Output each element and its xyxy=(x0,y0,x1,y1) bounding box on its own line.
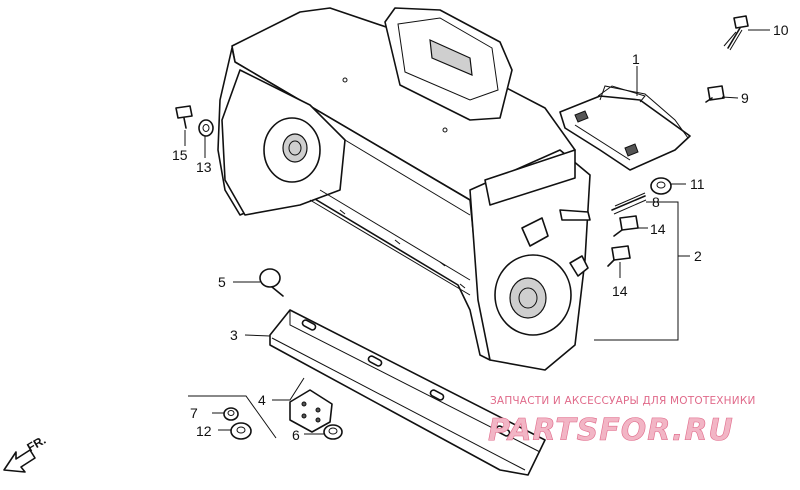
label-part-14-upper: 14 xyxy=(650,221,666,237)
scraper-bar-3 xyxy=(269,309,546,476)
label-part-9: 9 xyxy=(741,90,749,106)
callout-lines xyxy=(184,29,770,439)
bolt-14-lower xyxy=(607,245,631,267)
washer-13 xyxy=(198,119,214,137)
nut-12 xyxy=(230,422,252,440)
bolt-9 xyxy=(705,85,725,103)
label-part-6: 6 xyxy=(292,427,300,443)
label-part-2: 2 xyxy=(694,248,702,264)
watermark: ЗАПЧАСТИ И АКСЕССУАРЫ ДЛЯ МОТОТЕХНИКИ PA… xyxy=(488,395,756,448)
label-part-4: 4 xyxy=(258,392,266,408)
slide-plate-4 xyxy=(289,389,333,433)
carriage-knob-5 xyxy=(259,268,284,297)
part-number-labels: 1 10 9 11 8 14 2 14 15 13 5 3 4 7 12 6 xyxy=(172,22,789,443)
auger-housing xyxy=(217,7,591,371)
label-part-14-lower: 14 xyxy=(612,283,628,299)
label-part-5: 5 xyxy=(218,274,226,290)
label-part-1: 1 xyxy=(632,51,640,67)
front-arrow-icon xyxy=(3,449,36,473)
stud-8 xyxy=(611,192,647,215)
label-part-12: 12 xyxy=(196,423,212,439)
label-part-15: 15 xyxy=(172,147,188,163)
chute-bracket xyxy=(559,85,691,171)
bolt-14-upper xyxy=(613,215,639,237)
label-part-3: 3 xyxy=(230,327,238,343)
washer-7 xyxy=(223,407,239,421)
label-part-7: 7 xyxy=(190,405,198,421)
front-direction-indicator: FR. xyxy=(3,433,48,473)
watermark-brand: PARTSFOR.RU xyxy=(488,413,734,448)
nut-11 xyxy=(650,177,672,195)
label-part-10: 10 xyxy=(773,22,789,38)
watermark-tagline: ЗАПЧАСТИ И АКСЕССУАРЫ ДЛЯ МОТОТЕХНИКИ xyxy=(490,395,756,407)
bolt-15 xyxy=(175,105,193,129)
bolt-10 xyxy=(723,15,749,51)
label-part-11: 11 xyxy=(690,176,705,192)
label-part-13: 13 xyxy=(196,159,212,175)
label-part-8: 8 xyxy=(652,194,660,210)
nut-6 xyxy=(323,424,343,440)
